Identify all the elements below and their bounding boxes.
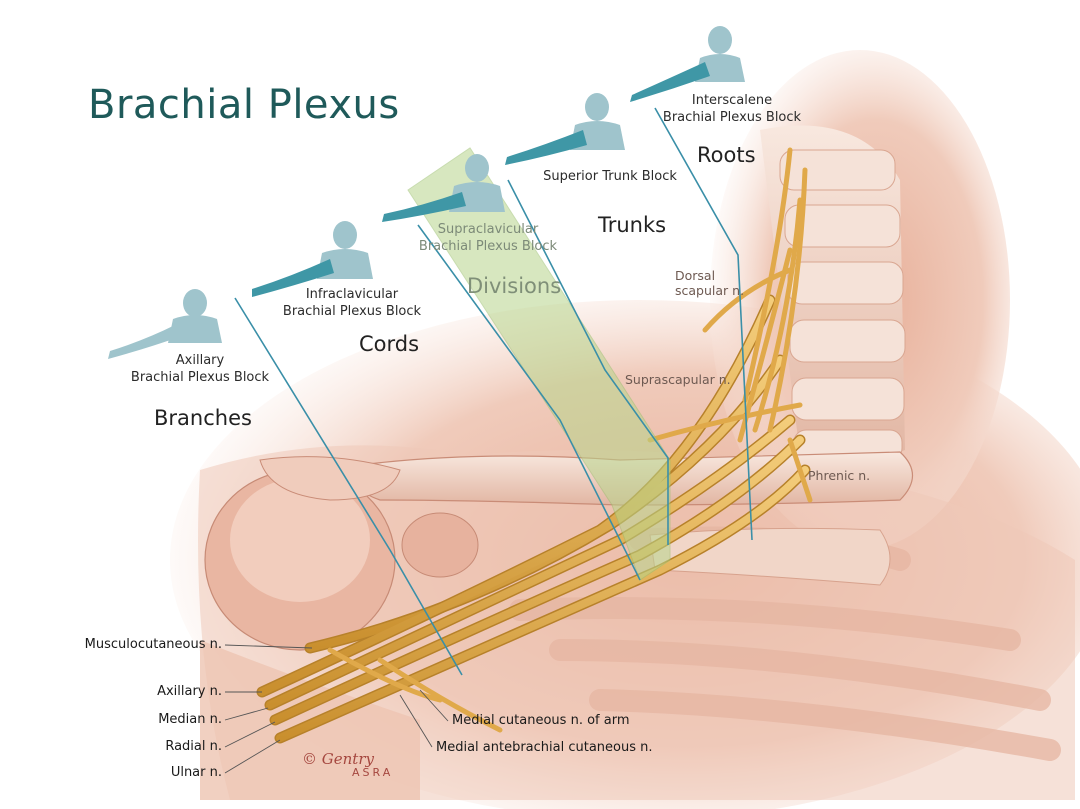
figure-infraclavicular bbox=[252, 221, 373, 297]
region-trunks: Trunks bbox=[598, 213, 667, 237]
label-phrenic-nerve: Phrenic n. bbox=[808, 468, 871, 483]
figure-interscalene bbox=[630, 26, 745, 102]
divisions-band bbox=[407, 147, 671, 581]
label-medial-cutaneous-arm: Medial cutaneous n. of arm bbox=[452, 713, 630, 728]
label-dorsal-scapular-nerve: Dorsal scapular n. bbox=[675, 268, 745, 298]
region-branches: Branches bbox=[154, 406, 252, 430]
figure-axillary bbox=[108, 289, 222, 359]
label-axillary-block: Axillary Brachial Plexus Block bbox=[130, 353, 270, 385]
label-median-nerve: Median n. bbox=[158, 712, 222, 727]
patient-figures bbox=[108, 26, 745, 359]
guide-lines bbox=[234, 107, 753, 676]
figure-supraclavicular bbox=[382, 154, 505, 222]
artist-signature: © Gentry bbox=[302, 750, 374, 768]
region-roots: Roots bbox=[697, 143, 756, 167]
label-axillary-nerve: Axillary n. bbox=[157, 684, 222, 699]
label-supraclavicular-block: Supraclavicular Brachial Plexus Block bbox=[418, 222, 558, 254]
label-medial-antebrachial-cutaneous: Medial antebrachial cutaneous n. bbox=[436, 740, 653, 755]
leader-lines bbox=[224, 644, 449, 774]
label-superior-trunk-block: Superior Trunk Block bbox=[543, 169, 677, 184]
label-radial-nerve: Radial n. bbox=[165, 739, 222, 754]
figure-superior-trunk bbox=[505, 93, 625, 165]
label-ulnar-nerve: Ulnar n. bbox=[170, 765, 222, 780]
label-musculocutaneous-nerve: Musculocutaneous n. bbox=[84, 637, 222, 652]
cervical-spine bbox=[760, 125, 906, 462]
region-cords: Cords bbox=[359, 332, 420, 356]
label-interscalene-block: Interscalene Brachial Plexus Block bbox=[662, 93, 802, 125]
label-infraclavicular-block: Infraclavicular Brachial Plexus Block bbox=[282, 287, 422, 319]
asra-credit: ASRA bbox=[352, 766, 394, 779]
label-suprascapular-nerve: Suprascapular n. bbox=[625, 372, 731, 387]
region-divisions: Divisions bbox=[467, 274, 562, 298]
page-title: Brachial Plexus bbox=[88, 82, 400, 128]
